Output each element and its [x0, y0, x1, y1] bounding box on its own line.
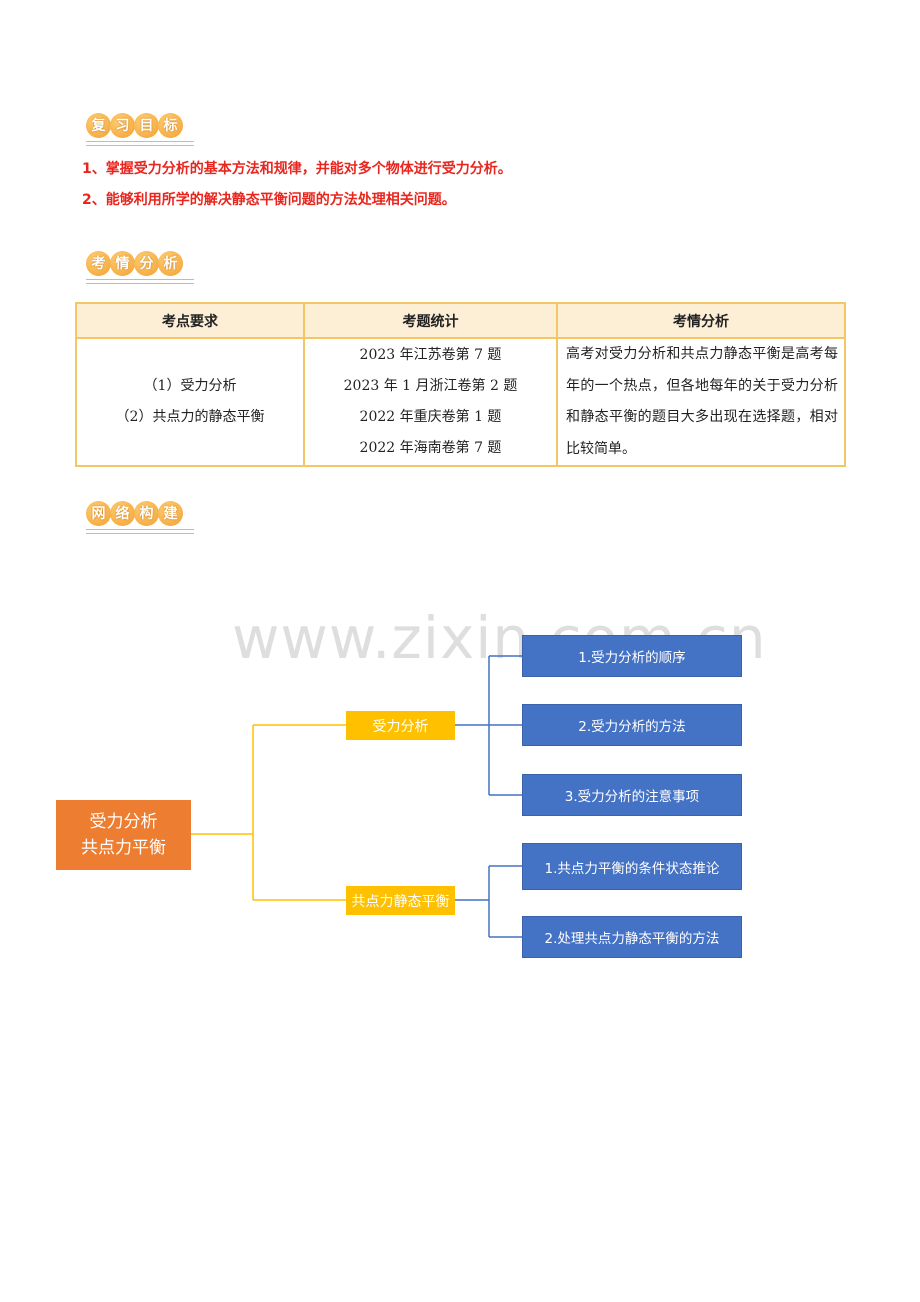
- badge-char: 建: [158, 500, 183, 526]
- mindmap-leaf: 2.处理共点力静态平衡的方法: [522, 916, 742, 958]
- header-requirement: 考点要求: [75, 302, 305, 339]
- badge-underline: [86, 279, 194, 284]
- badge-char: 络: [110, 500, 135, 526]
- badge-char: 分: [134, 250, 159, 276]
- requirement-item: （2）共点力的静态平衡: [115, 409, 265, 425]
- requirements-cell: （1）受力分析 （2）共点力的静态平衡: [75, 337, 305, 467]
- section-badge-exam-analysis: 考 情 分 析: [86, 246, 194, 284]
- badge-char: 习: [110, 112, 135, 138]
- section-badge-review-goal: 复 习 目 标: [86, 108, 194, 146]
- badge-char: 标: [158, 112, 183, 138]
- badge-underline: [86, 529, 194, 534]
- badge-char: 复: [86, 112, 111, 138]
- mindmap-branch-force-analysis: 受力分析: [346, 711, 455, 740]
- table-row: （1）受力分析 （2）共点力的静态平衡 2023 年江苏卷第 7 题 2023 …: [75, 337, 846, 467]
- statistics-cell: 2023 年江苏卷第 7 题 2023 年 1 月浙江卷第 2 题 2022 年…: [303, 337, 558, 467]
- statistic-item: 2023 年 1 月浙江卷第 2 题: [343, 378, 518, 394]
- mindmap-leaf: 2.受力分析的方法: [522, 704, 742, 746]
- mindmap-leaf: 3.受力分析的注意事项: [522, 774, 742, 816]
- statistic-item: 2022 年海南卷第 7 题: [359, 440, 502, 456]
- header-statistics: 考题统计: [303, 302, 558, 339]
- root-line: 共点力平衡: [81, 838, 166, 858]
- goal-item-2: 2、能够利用所学的解决静态平衡问题的方法处理相关问题。: [82, 192, 456, 208]
- section-badge-network: 网 络 构 建: [86, 496, 194, 534]
- badge-char: 网: [86, 500, 111, 526]
- badge-char: 考: [86, 250, 111, 276]
- badge-char: 构: [134, 500, 159, 526]
- table-header-row: 考点要求 考题统计 考情分析: [75, 302, 846, 339]
- exam-analysis-table: 考点要求 考题统计 考情分析 （1）受力分析 （2）共点力的静态平衡 2023 …: [75, 302, 846, 467]
- mindmap-leaf: 1.受力分析的顺序: [522, 635, 742, 677]
- badge-char: 目: [134, 112, 159, 138]
- statistic-item: 2023 年江苏卷第 7 题: [359, 347, 502, 363]
- badge-char: 析: [158, 250, 183, 276]
- goal-item-1: 1、掌握受力分析的基本方法和规律，并能对多个物体进行受力分析。: [82, 161, 512, 177]
- root-line: 受力分析: [89, 812, 158, 832]
- badge-underline: [86, 141, 194, 146]
- header-analysis: 考情分析: [556, 302, 846, 339]
- requirement-item: （1）受力分析: [143, 378, 237, 394]
- mindmap-branch-static-equilibrium: 共点力静态平衡: [346, 886, 455, 915]
- mindmap-leaf: 1.共点力平衡的条件状态推论: [522, 843, 742, 890]
- mindmap-root-node: 受力分析 共点力平衡: [56, 800, 191, 870]
- statistic-item: 2022 年重庆卷第 1 题: [359, 409, 502, 425]
- analysis-cell: 高考对受力分析和共点力静态平衡是高考每年的一个热点，但各地每年的关于受力分析和静…: [556, 337, 846, 467]
- badge-char: 情: [110, 250, 135, 276]
